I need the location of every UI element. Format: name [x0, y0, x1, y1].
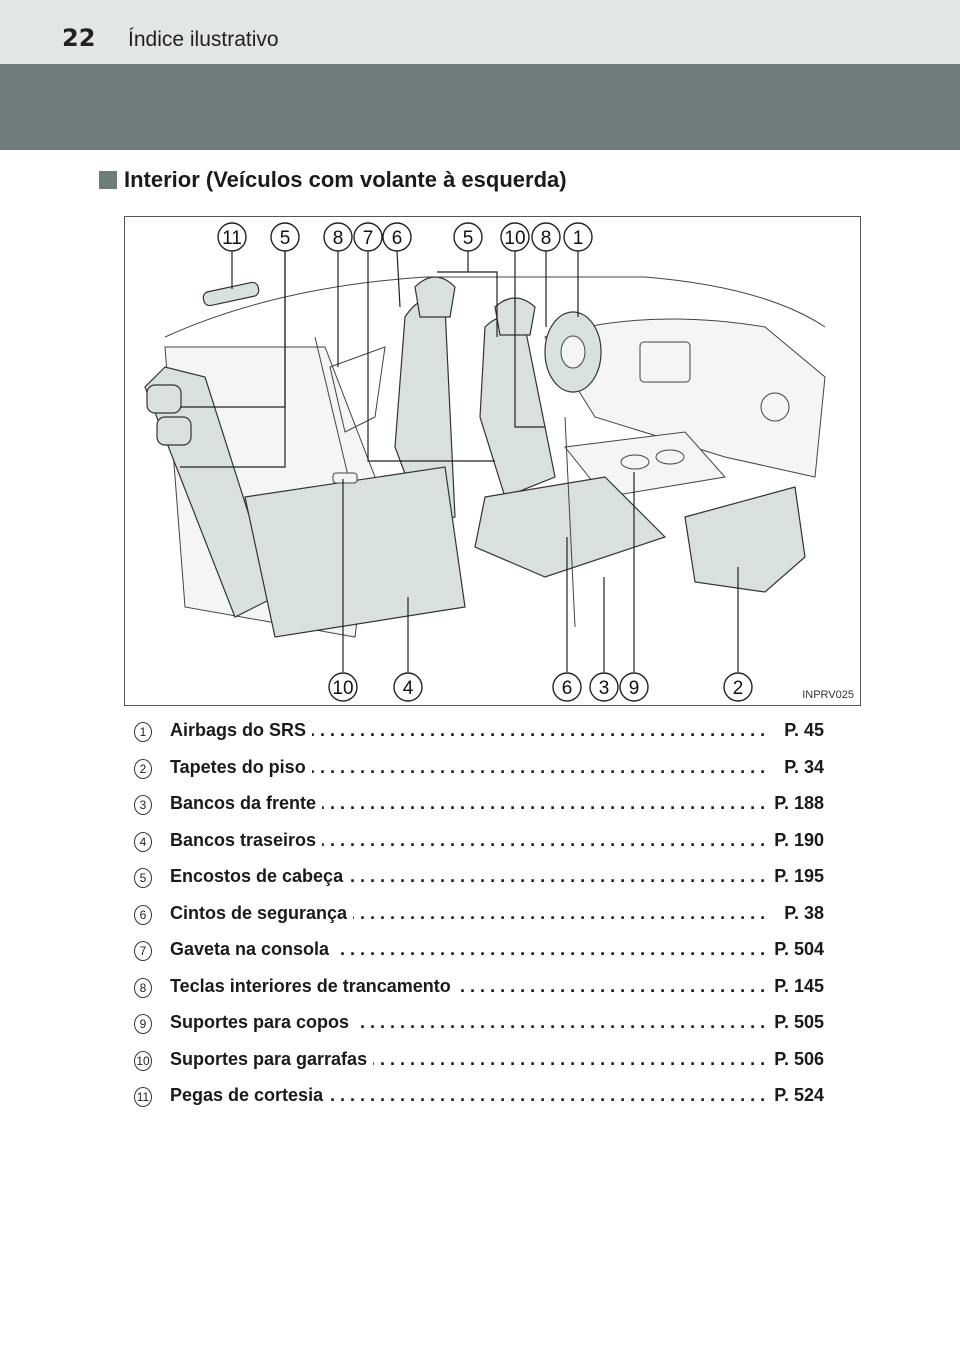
callout-label: 4: [403, 678, 414, 699]
page-number: 22: [62, 24, 96, 52]
heading-marker-icon: [99, 171, 117, 189]
item-number: 5: [134, 868, 152, 888]
callout-label: 2: [733, 678, 744, 699]
callout-top-row: 11 5 8 7 6 5 10 8 1: [217, 222, 593, 252]
callout-label: 6: [562, 678, 573, 699]
item-page-ref[interactable]: P. 34: [778, 757, 824, 778]
callout-label: 5: [463, 228, 474, 249]
callout-label: 8: [541, 228, 552, 249]
item-page-ref[interactable]: P. 38: [778, 903, 824, 924]
item-label: Teclas interiores de trancamento: [170, 976, 457, 997]
list-item: 8 . . . . . . . . . . . . . . . . . . . …: [134, 974, 834, 1004]
section-heading: Interior (Veículos com volante à esquerd…: [124, 167, 567, 192]
callout-label: 11: [222, 228, 242, 249]
callout-label: 8: [333, 228, 344, 249]
dot-leader: . . . . . . . . . . . . . . . . . . . . …: [170, 757, 766, 777]
item-label: Pegas de cortesia: [170, 1085, 330, 1106]
item-label: Gaveta na consola: [170, 939, 336, 960]
callout-bottom-row: 10 4 6 3 9 2: [328, 672, 753, 702]
item-page-ref[interactable]: P. 505: [768, 1012, 824, 1033]
item-number: 9: [134, 1014, 152, 1034]
callout-label: 9: [629, 678, 640, 699]
item-page-ref[interactable]: P. 504: [768, 939, 824, 960]
section-title: Índice ilustrativo: [128, 28, 279, 51]
item-number: 8: [134, 978, 152, 998]
item-page-ref[interactable]: P. 188: [768, 793, 824, 814]
callout-label: 5: [280, 228, 291, 249]
list-item: 5 . . . . . . . . . . . . . . . . . . . …: [134, 864, 834, 894]
item-page-ref[interactable]: P. 195: [768, 866, 824, 887]
list-item: 1 . . . . . . . . . . . . . . . . . . . …: [134, 718, 834, 748]
list-item: 10 . . . . . . . . . . . . . . . . . . .…: [134, 1047, 834, 1077]
list-item: 3 . . . . . . . . . . . . . . . . . . . …: [134, 791, 834, 821]
item-label: Encostos de cabeça: [170, 866, 350, 887]
item-number: 7: [134, 941, 152, 961]
item-page-ref[interactable]: P. 190: [768, 830, 824, 851]
item-label: Airbags do SRS: [170, 720, 313, 741]
item-label: Bancos da frente: [170, 793, 323, 814]
callout-label: 10: [332, 678, 353, 699]
item-label: Suportes para copos: [170, 1012, 356, 1033]
interior-illustration: 11 5 8 7 6 5 10 8 1 10 4 6 3: [124, 216, 861, 706]
callout-label: 10: [504, 228, 525, 249]
list-item: 2 . . . . . . . . . . . . . . . . . . . …: [134, 755, 834, 785]
item-page-ref[interactable]: P. 506: [768, 1049, 824, 1070]
callout-label: 3: [599, 678, 610, 699]
item-number: 11: [134, 1087, 152, 1107]
callout-label: 1: [573, 228, 584, 249]
item-label: Tapetes do piso: [170, 757, 312, 778]
item-number: 3: [134, 795, 152, 815]
item-label: Suportes para garrafas: [170, 1049, 374, 1070]
callout-label: 6: [392, 228, 403, 249]
item-page-ref[interactable]: P. 45: [778, 720, 824, 741]
figure-code: INPRV025: [802, 689, 854, 701]
callout-label: 7: [363, 228, 374, 249]
item-page-ref[interactable]: P. 524: [768, 1085, 824, 1106]
list-item: 6 . . . . . . . . . . . . . . . . . . . …: [134, 901, 834, 931]
page-header-bar: 22 Índice ilustrativo: [0, 0, 960, 64]
car-interior-drawing: 11 5 8 7 6 5 10 8 1 10 4 6 3: [144, 222, 826, 702]
item-label: Cintos de segurança: [170, 903, 354, 924]
item-label: Bancos traseiros: [170, 830, 323, 851]
dot-leader: . . . . . . . . . . . . . . . . . . . . …: [170, 720, 766, 740]
item-page-ref[interactable]: P. 145: [768, 976, 824, 997]
list-item: 4 . . . . . . . . . . . . . . . . . . . …: [134, 828, 834, 858]
list-item: 7 . . . . . . . . . . . . . . . . . . . …: [134, 937, 834, 967]
item-number: 1: [134, 722, 152, 742]
list-item: 11 . . . . . . . . . . . . . . . . . . .…: [134, 1083, 834, 1113]
item-number: 4: [134, 832, 152, 852]
item-number: 2: [134, 759, 152, 779]
header-band: [0, 64, 960, 150]
item-number: 6: [134, 905, 152, 925]
item-number: 10: [134, 1051, 152, 1071]
list-item: 9 . . . . . . . . . . . . . . . . . . . …: [134, 1010, 834, 1040]
